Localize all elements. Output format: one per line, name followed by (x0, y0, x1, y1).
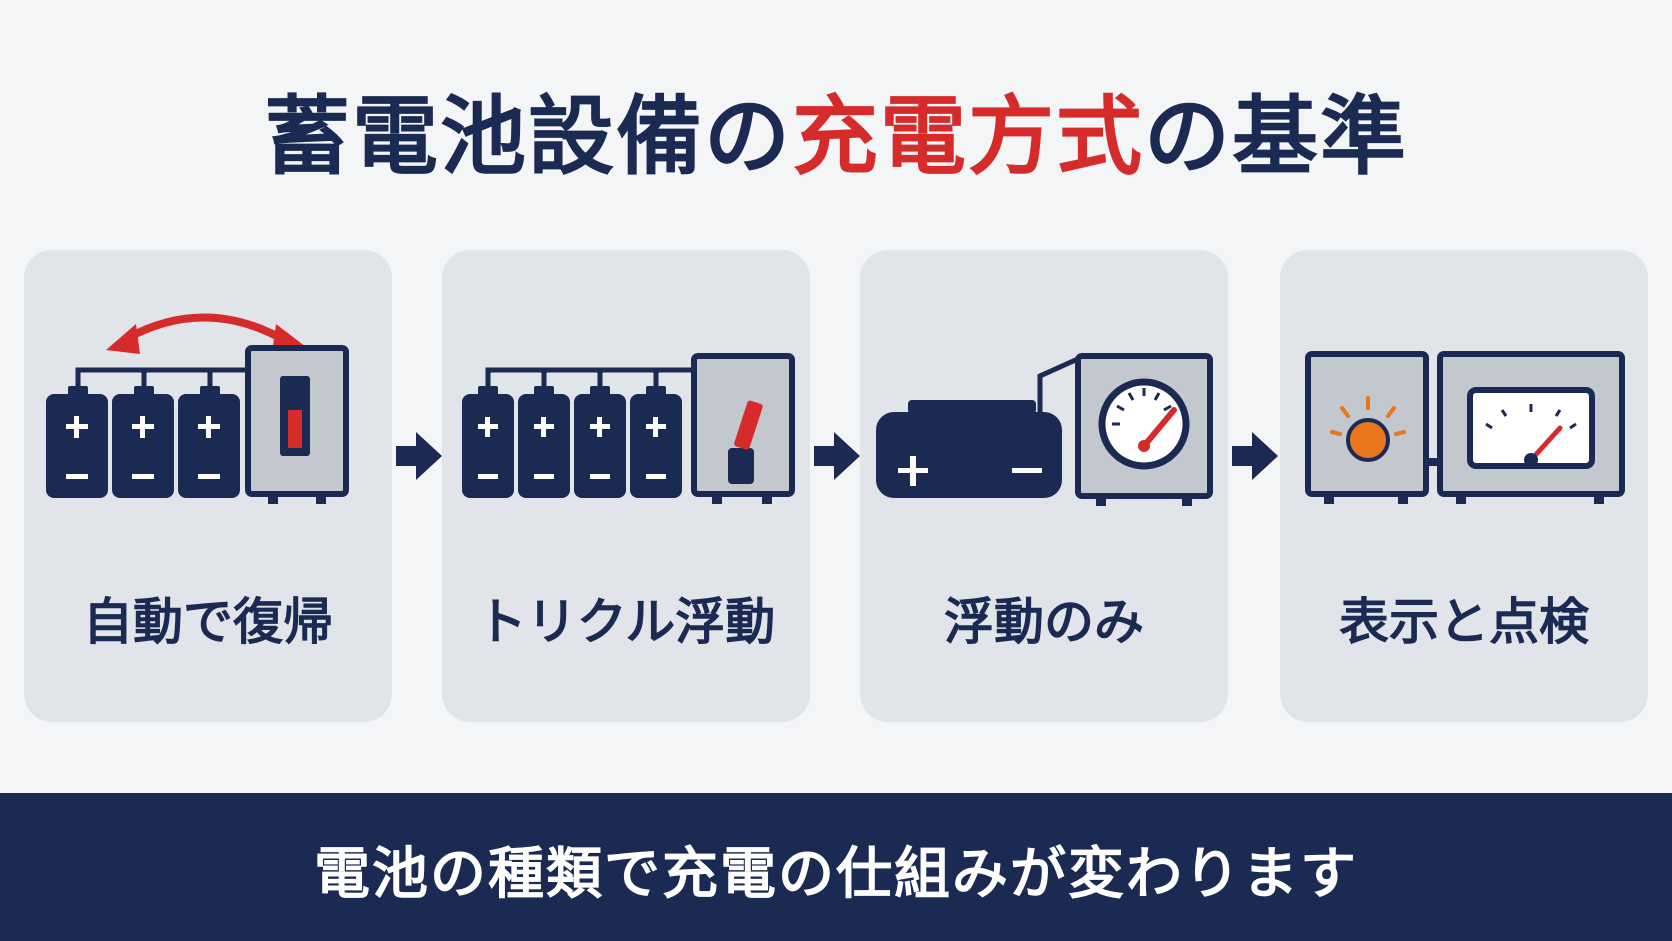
card-trickle-float: トリクル浮動 (442, 250, 810, 722)
battery-icon (876, 400, 1062, 498)
card-label-float-only: 浮動のみ (944, 593, 1144, 651)
card-label-trickle-float: トリクル浮動 (476, 593, 776, 651)
battery-icon (46, 386, 240, 498)
indicator-lamp-icon (1305, 351, 1429, 504)
auto-recovery-illustration (46, 313, 349, 504)
card-label-auto-recovery: 自動で復帰 (83, 593, 333, 651)
display-inspection-illustration (1305, 351, 1625, 504)
footer-text: 電池の種類で充電の仕組みが変わります (314, 842, 1358, 907)
arrow-right-icon (1232, 432, 1278, 480)
toggle-switch-icon (691, 353, 795, 504)
battery-icon (462, 386, 682, 498)
page-title: 蓄電池設備の充電方式の基準 (0, 82, 1672, 192)
card-float-only: 浮動のみ (860, 250, 1228, 722)
switch-panel-icon (245, 345, 349, 504)
trickle-float-illustration (462, 353, 795, 504)
voltmeter-icon (1437, 351, 1625, 504)
arrow-right-icon (396, 432, 442, 480)
title-part-1: 蓄電池設備の (264, 87, 792, 187)
footer-banner: 電池の種類で充電の仕組みが変わります (0, 793, 1672, 941)
meter-panel-icon (1075, 353, 1213, 506)
card-label-display-inspection: 表示と点検 (1339, 593, 1589, 651)
card-display-inspection: 表示と点検 (1280, 250, 1648, 722)
card-auto-recovery: 自動で復帰 (24, 250, 392, 722)
title-accent: 充電方式 (792, 87, 1144, 187)
title-part-2: の基準 (1144, 87, 1408, 187)
arrow-right-icon (814, 432, 860, 480)
float-only-illustration (876, 353, 1213, 506)
